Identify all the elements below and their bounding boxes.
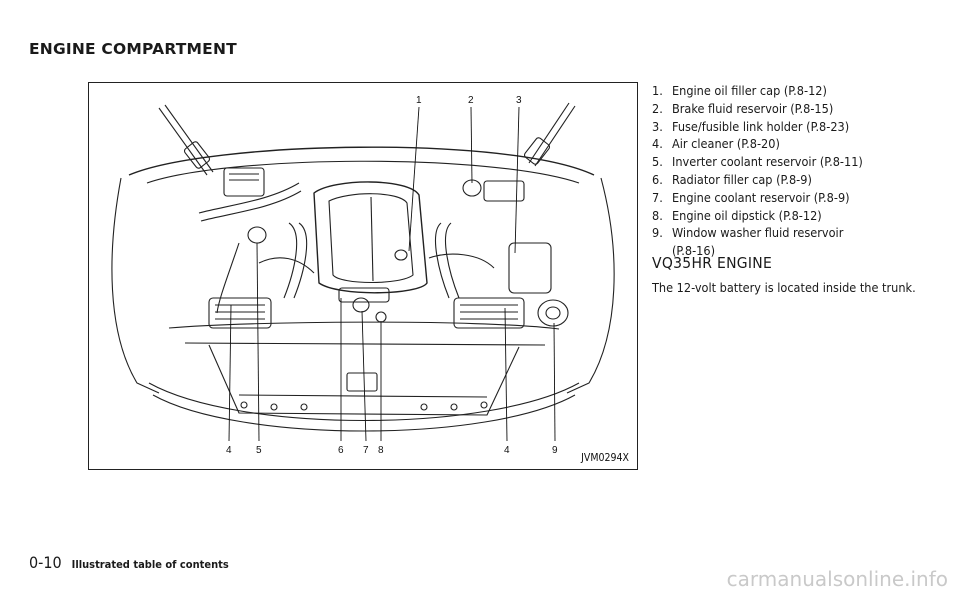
callout-8: 8: [378, 445, 384, 456]
engine-note: The 12-volt battery is located inside th…: [652, 280, 916, 295]
list-item: 3.Fuse/fusible link holder (P.8-23): [652, 118, 850, 134]
list-item: 2.Brake fluid reservoir (P.8-15): [652, 100, 834, 116]
callout-9: 9: [552, 445, 558, 456]
callout-7: 7: [363, 445, 369, 456]
callout-5: 5: [256, 445, 262, 456]
engine-heading: VQ35HR ENGINE: [652, 254, 773, 272]
list-item: 6.Radiator filler cap (P.8-9): [652, 171, 812, 187]
page-footer: 0-10 Illustrated table of contents: [29, 553, 229, 572]
list-item: 7.Engine coolant reservoir (P.8-9): [652, 189, 850, 205]
figure-code: JVM0294X: [581, 452, 629, 464]
footer-title: Illustrated table of contents: [71, 558, 229, 571]
callout-4-left: 4: [226, 445, 232, 456]
watermark: carmanualsonline.info: [726, 567, 948, 591]
list-item: 5.Inverter coolant reservoir (P.8-11): [652, 154, 863, 170]
callout-2: 2: [468, 95, 474, 106]
section-title: ENGINE COMPARTMENT: [29, 40, 237, 58]
list-item: 8.Engine oil dipstick (P.8-12): [652, 207, 822, 223]
component-list: 1.Engine oil filler cap (P.8-12) 2.Brake…: [652, 82, 952, 260]
callout-6: 6: [338, 445, 344, 456]
callout-3: 3: [516, 95, 522, 106]
engine-compartment-illustration: 1 2 3 4 5 6 7 8 4 9: [111, 95, 615, 456]
callout-4-right: 4: [504, 445, 510, 456]
page-number: 0-10: [29, 553, 62, 572]
callout-1: 1: [416, 95, 422, 106]
list-item: 1.Engine oil filler cap (P.8-12): [652, 83, 827, 98]
list-item: 9.Window washer fluid reservoir(P.8-16): [652, 225, 844, 259]
engine-compartment-figure: 1 2 3 4 5 6 7 8 4 9 JVM0294X: [88, 82, 638, 470]
list-item: 4.Air cleaner (P.8-20): [652, 136, 780, 152]
